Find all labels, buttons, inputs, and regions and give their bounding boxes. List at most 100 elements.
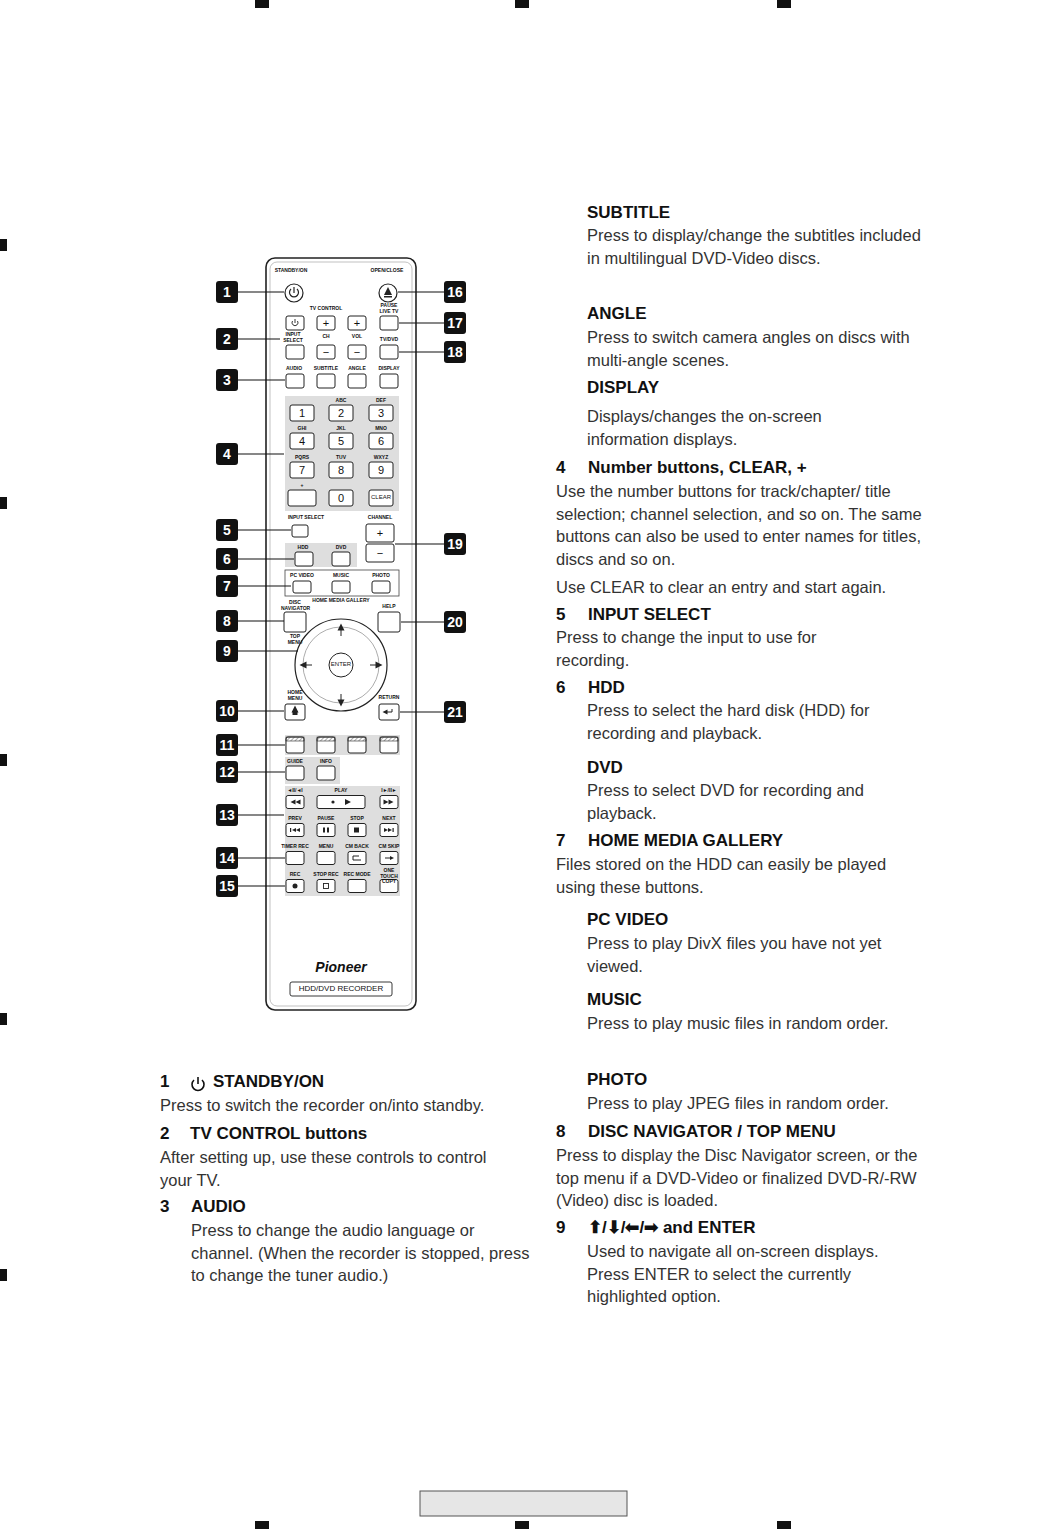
remote-button	[380, 345, 398, 359]
remote-button	[317, 852, 335, 865]
remote-button	[286, 316, 304, 330]
model-name: HDD/DVD RECORDER	[291, 984, 391, 994]
description-text: Use the number buttons for track/chapter…	[556, 480, 928, 570]
button-glyph	[388, 828, 392, 832]
crop-mark	[777, 0, 791, 8]
callout-number: 7	[216, 575, 238, 597]
leader-line	[238, 291, 284, 292]
key-label: 0	[331, 490, 351, 506]
leader-line	[399, 351, 444, 352]
remote-button	[317, 374, 335, 388]
button-label: OPEN/CLOSE	[367, 268, 407, 274]
navigation-ring	[295, 619, 387, 711]
description-text: Press to display the Disc Navigator scre…	[556, 1144, 924, 1212]
heading: 2	[160, 1123, 185, 1146]
button-glyph	[324, 884, 329, 889]
remote-button	[292, 525, 308, 537]
heading: SUBTITLE	[587, 202, 927, 225]
power-button	[285, 284, 303, 302]
callout-number: 14	[216, 847, 238, 869]
key-panel	[285, 735, 400, 755]
heading: 6	[556, 677, 581, 700]
button-label: CLEAR	[369, 494, 393, 501]
colour-key-hatch	[286, 737, 304, 741]
power-symbol	[197, 1077, 199, 1084]
button-label: CM BACK	[342, 844, 372, 850]
gallery-frame	[285, 570, 399, 596]
arrow-stem	[370, 665, 376, 666]
button-label: TOP MENU	[284, 634, 306, 645]
remote-button	[317, 796, 365, 809]
heading: PC VIDEO	[587, 909, 927, 932]
remote-button	[286, 374, 304, 388]
button-label: PAUSE LIVE TV	[377, 303, 401, 314]
button-glyph	[345, 799, 351, 805]
button-label: VOL	[347, 334, 367, 340]
button-label: PLAY	[326, 788, 356, 794]
button-label: INFO	[311, 759, 341, 765]
button-label: WXYZ	[369, 455, 393, 461]
button-label: DISPLAY	[374, 366, 404, 372]
remote-button	[380, 796, 398, 809]
heading: 1	[160, 1071, 185, 1094]
callout-number: 11	[216, 734, 238, 756]
button-label: STOP	[342, 816, 372, 822]
crop-mark	[255, 1521, 269, 1529]
remote-button	[369, 405, 393, 421]
remote-button	[332, 552, 350, 566]
remote-button	[286, 737, 304, 753]
button-glyph	[331, 800, 334, 803]
callout-number: 10	[216, 700, 238, 722]
remote-button	[348, 880, 366, 893]
eject-button	[379, 284, 397, 302]
remote-button	[317, 316, 335, 330]
heading: 7	[556, 830, 581, 853]
remote-button	[380, 316, 398, 330]
key-label: 2	[331, 405, 351, 421]
button-label: ONE TOUCH COPY	[378, 868, 400, 885]
heading: 9	[556, 1217, 581, 1240]
colour-key-hatch	[317, 737, 335, 741]
heading: DVD	[587, 757, 927, 780]
leader-line	[398, 291, 444, 292]
button-label: INPUT SELECT	[282, 332, 304, 343]
button-glyph-label: +	[349, 316, 365, 330]
colour-key-hatch	[348, 737, 366, 741]
callout-number: 5	[216, 519, 238, 541]
leader-line	[238, 814, 284, 815]
button-glyph	[390, 856, 394, 860]
key-panel	[285, 543, 357, 567]
leader-line	[238, 857, 285, 858]
key-label: 7	[292, 462, 312, 478]
remote-button	[317, 766, 335, 780]
button-glyph	[353, 856, 361, 860]
button-label: CM SKIP	[374, 844, 404, 850]
description-text: Press to play DivX files you have not ye…	[587, 932, 922, 977]
description-text: Press to play JPEG files in random order…	[587, 1092, 937, 1115]
remote-button	[286, 796, 304, 809]
remote-button	[288, 490, 316, 506]
callout-number: 12	[216, 761, 238, 783]
arrow-stem	[341, 630, 342, 636]
brand-logo: Pioneer	[301, 958, 381, 976]
button-glyph	[389, 800, 394, 805]
button-glyph	[354, 828, 359, 833]
button-glyph	[293, 884, 298, 889]
callout-number: 18	[444, 341, 466, 363]
leader-line	[238, 558, 294, 559]
key-label: 1	[292, 405, 312, 421]
button-label: TUV	[329, 455, 353, 461]
remote-button	[372, 581, 390, 593]
heading: HOME MEDIA GALLERY	[588, 830, 928, 853]
callout-number: 21	[444, 701, 466, 723]
button-glyph-label: −	[370, 546, 390, 560]
button-label: GHI	[290, 426, 314, 432]
remote-button	[378, 612, 400, 632]
callout-number: 8	[216, 610, 238, 632]
key-label: 6	[371, 433, 391, 449]
button-glyph	[327, 828, 329, 833]
leader-line	[238, 744, 285, 745]
button-glyph	[384, 287, 392, 295]
callout-number: 2	[216, 328, 238, 350]
enter-button	[329, 653, 353, 677]
